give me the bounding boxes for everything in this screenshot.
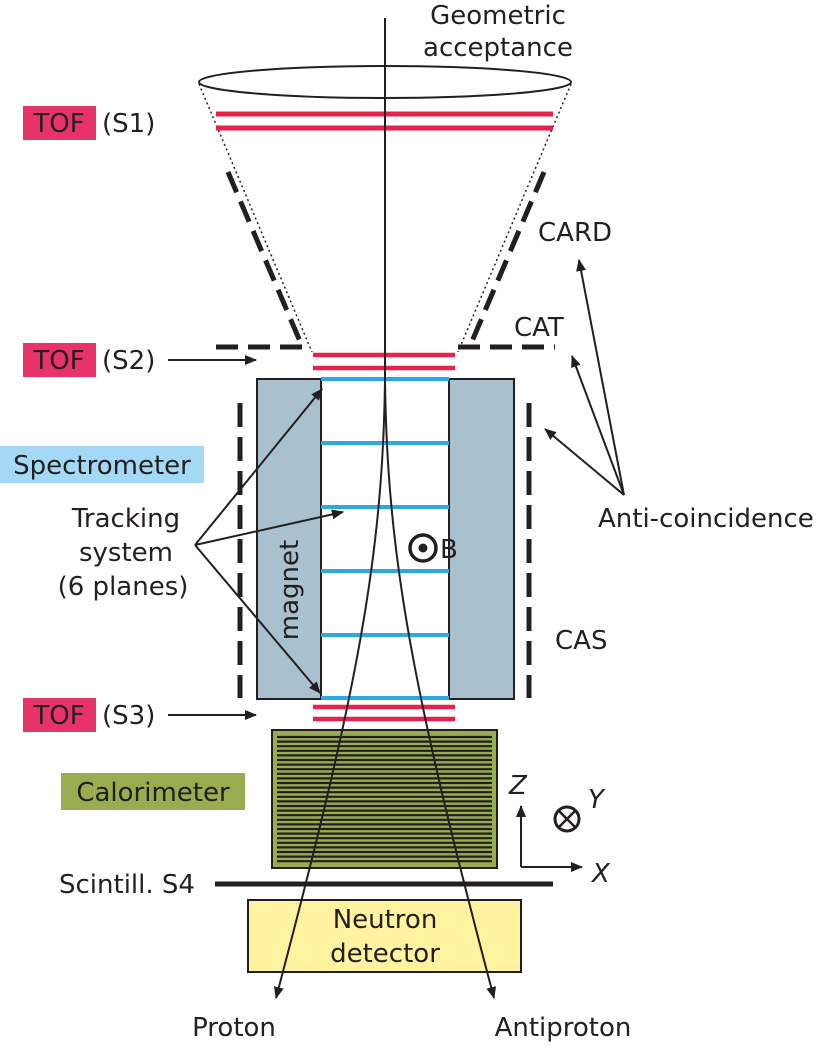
tracking-arrow-top	[194, 388, 323, 546]
neutron-label-line-2: detector	[330, 939, 440, 969]
tof-s1-badge-bg	[23, 106, 96, 140]
tof-s3-paddles	[313, 704, 455, 722]
spectrometer-label: Spectrometer	[13, 451, 191, 481]
cone-left-edge	[198, 83, 313, 353]
cas-label: CAS	[555, 626, 607, 656]
tof-s2-badge: TOF	[32, 346, 84, 376]
calorimeter-badge-bg	[61, 773, 245, 810]
anti-coincidence-label: Anti-coincidence	[598, 504, 814, 534]
card-label: CARD	[538, 218, 612, 248]
y-axis-label: Y	[588, 785, 606, 815]
circled-cross-icon	[553, 805, 581, 833]
antiproton-label: Antiproton	[495, 1013, 632, 1043]
cat-label: CAT	[514, 313, 564, 343]
tof-s1-badge: TOF	[32, 109, 84, 139]
coordinate-axes	[516, 805, 583, 872]
tof-s3-badge: TOF	[32, 701, 84, 731]
tof-s3-label: (S3)	[102, 701, 155, 731]
title-line-1: Geometric	[430, 1, 566, 31]
scintillator-label: Scintill. S4	[59, 870, 195, 900]
antiproton-track	[384, 378, 497, 999]
title-line-2: acceptance	[423, 33, 573, 63]
calorimeter	[271, 729, 498, 869]
tof-s3-badge-bg	[23, 698, 96, 732]
magnet-label: magnet	[275, 540, 305, 640]
spectrometer-badge-bg	[0, 446, 204, 483]
tracking-label-line-1: Tracking	[71, 504, 180, 534]
anti-arrow-card	[576, 259, 625, 496]
neutron-detector	[247, 899, 522, 973]
magnet-left-block	[256, 378, 322, 700]
calorimeter-label: Calorimeter	[76, 778, 230, 808]
anti-arrow-cas	[544, 428, 625, 496]
tracking-label-line-3: (6 planes)	[58, 572, 189, 602]
calorimeter-layers	[277, 735, 492, 863]
tof-s2-label: (S2)	[102, 346, 155, 376]
proton-track	[273, 378, 386, 999]
tof-s1-label: (S1)	[102, 109, 155, 139]
anti-arrow-cat	[571, 355, 625, 496]
neutron-label-line-1: Neutron	[333, 905, 438, 935]
field-label: B	[440, 535, 458, 565]
z-axis-label: Z	[508, 771, 528, 801]
pointer-arrows	[168, 259, 625, 720]
tracking-arrow-bottom	[194, 544, 321, 694]
tracking-label-line-2: system	[79, 538, 173, 568]
magnet-right-block	[448, 378, 515, 700]
proton-label: Proton	[192, 1013, 276, 1043]
circled-dot-icon	[408, 533, 438, 563]
tof-s2-badge-bg	[23, 343, 96, 377]
cas-anticounter	[237, 403, 532, 698]
particle-tracks	[273, 18, 497, 999]
cone-right-edge	[457, 83, 572, 353]
x-axis-label: X	[590, 859, 611, 889]
tracking-arrow-mid	[194, 509, 344, 546]
